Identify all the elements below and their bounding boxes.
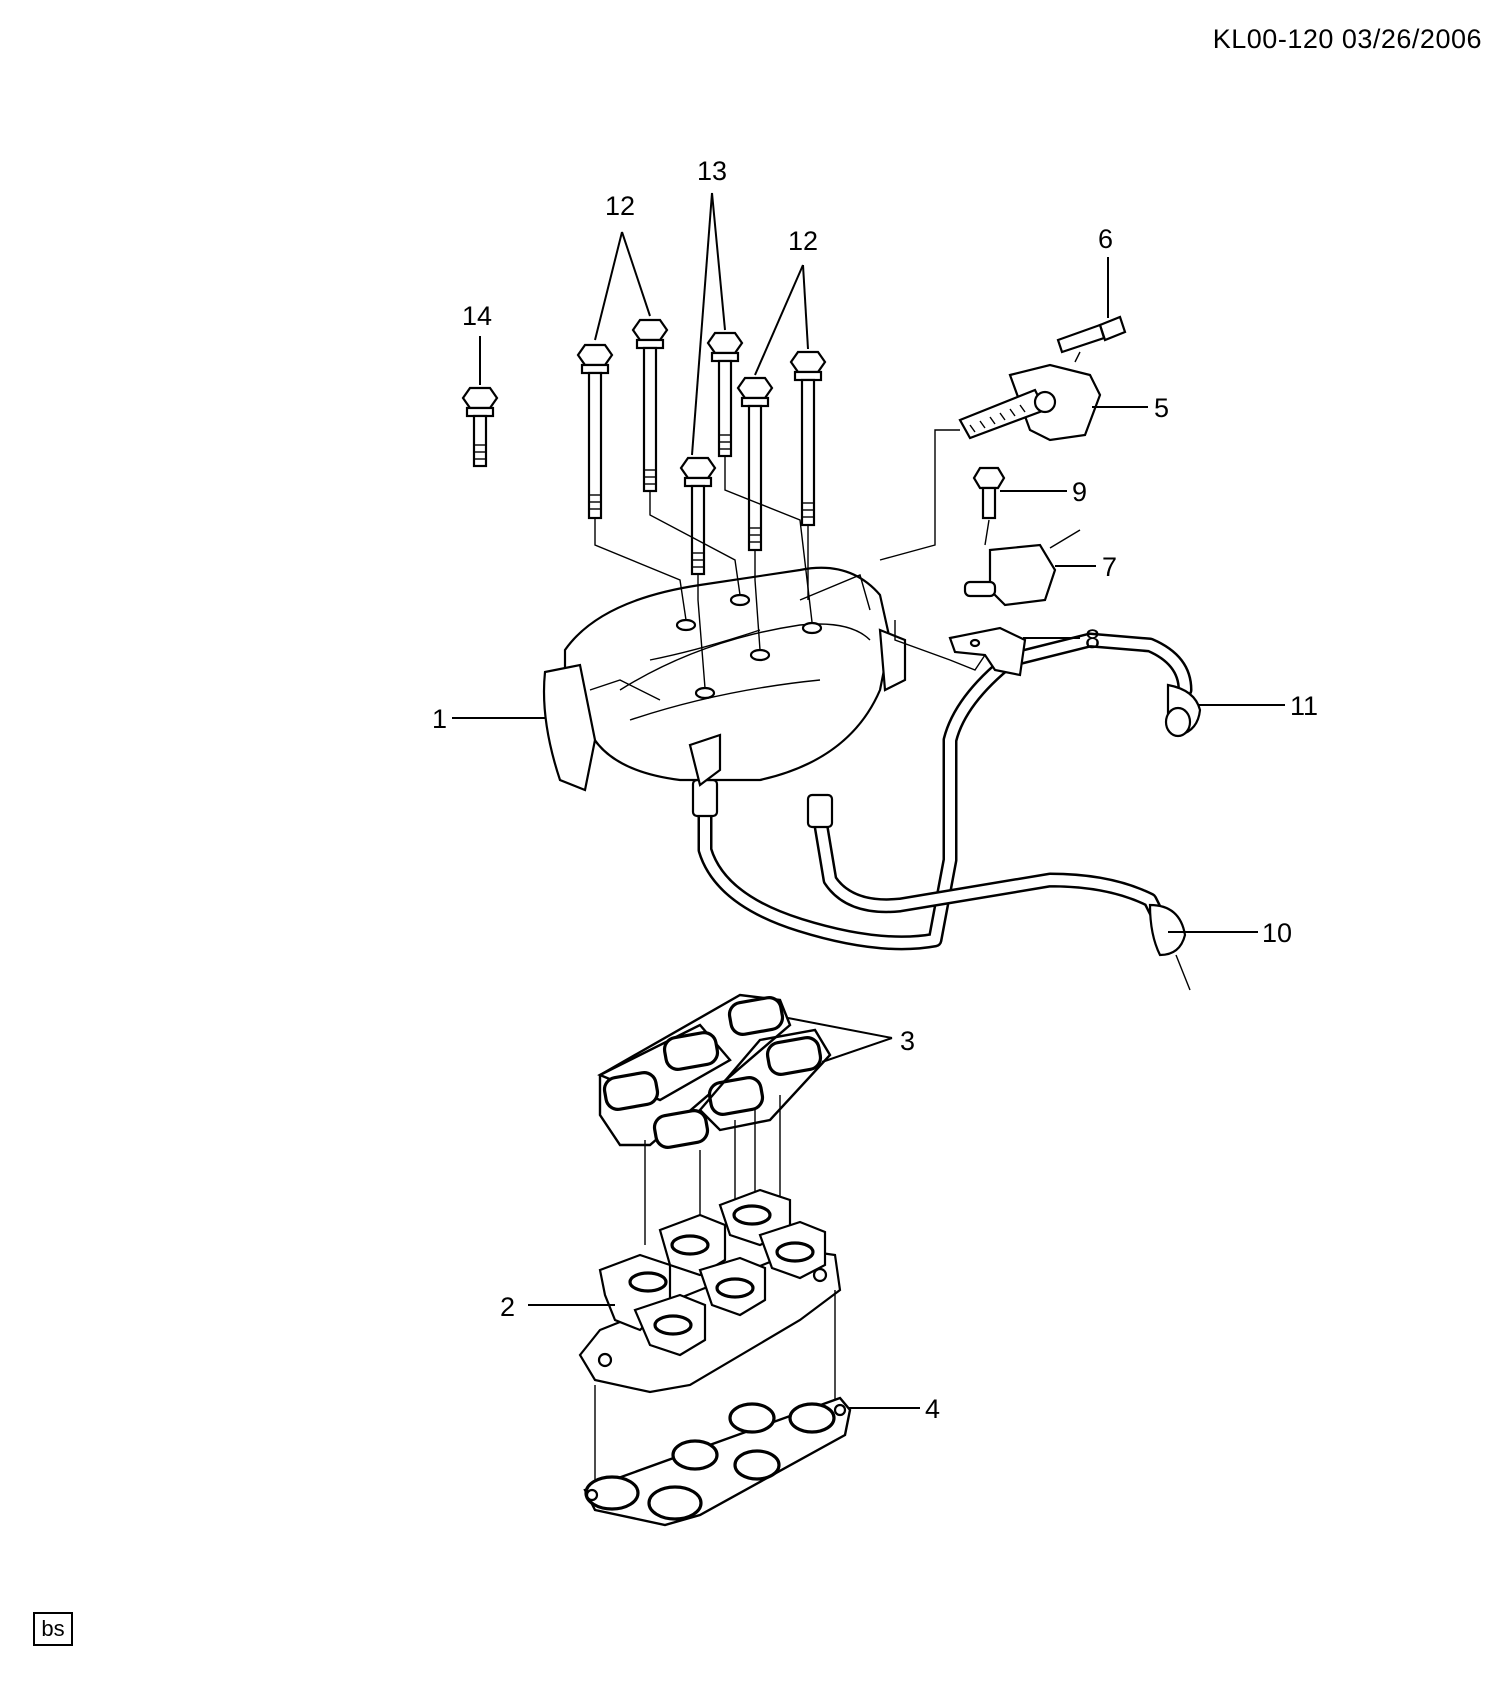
bracket-8 — [894, 620, 1027, 677]
callout-8: 8 — [1085, 624, 1100, 654]
bolt-12-3 — [736, 376, 774, 552]
callout-2: 2 — [500, 1292, 515, 1322]
callout-5: 5 — [1154, 393, 1169, 423]
bolt-12-1 — [576, 343, 614, 520]
callout-12-left: 12 — [605, 191, 635, 221]
callout-11: 11 — [1290, 691, 1318, 721]
bolt-14 — [461, 386, 499, 468]
callout-4: 4 — [925, 1394, 940, 1424]
callout-6: 6 — [1098, 224, 1113, 254]
callout-14: 14 — [462, 301, 492, 331]
lower-gasket — [583, 1396, 852, 1527]
callout-3: 3 — [900, 1026, 915, 1056]
bolt-13-1 — [706, 331, 744, 458]
bolt-12-2 — [631, 318, 669, 493]
bolt-13-2 — [679, 456, 717, 576]
bolt-9 — [972, 466, 1006, 546]
callout-9: 9 — [1072, 477, 1087, 507]
leader-lines — [452, 192, 1285, 1409]
bolt-6 — [1056, 315, 1127, 363]
upper-gasket — [597, 993, 832, 1275]
vacuum-hose-assembly — [691, 632, 1202, 991]
callout-13: 13 — [697, 156, 727, 186]
manifold-bolts — [461, 318, 827, 689]
callout-1: 1 — [432, 704, 447, 734]
drawing-code: KL00-120 03/26/2006 — [1212, 24, 1482, 54]
bolt-12-4 — [789, 350, 827, 527]
callout-labels: 1 2 3 4 5 6 7 8 9 10 11 12 12 13 14 — [432, 156, 1318, 1424]
upper-intake-manifold — [542, 566, 907, 792]
footer-tag: bs — [33, 1612, 73, 1646]
lower-intake-manifold — [578, 1188, 842, 1485]
sensor-assembly-5 — [879, 363, 1102, 561]
callout-12-right: 12 — [788, 226, 818, 256]
valve-7 — [963, 529, 1081, 607]
callout-7: 7 — [1102, 552, 1117, 582]
callout-10: 10 — [1262, 918, 1292, 948]
